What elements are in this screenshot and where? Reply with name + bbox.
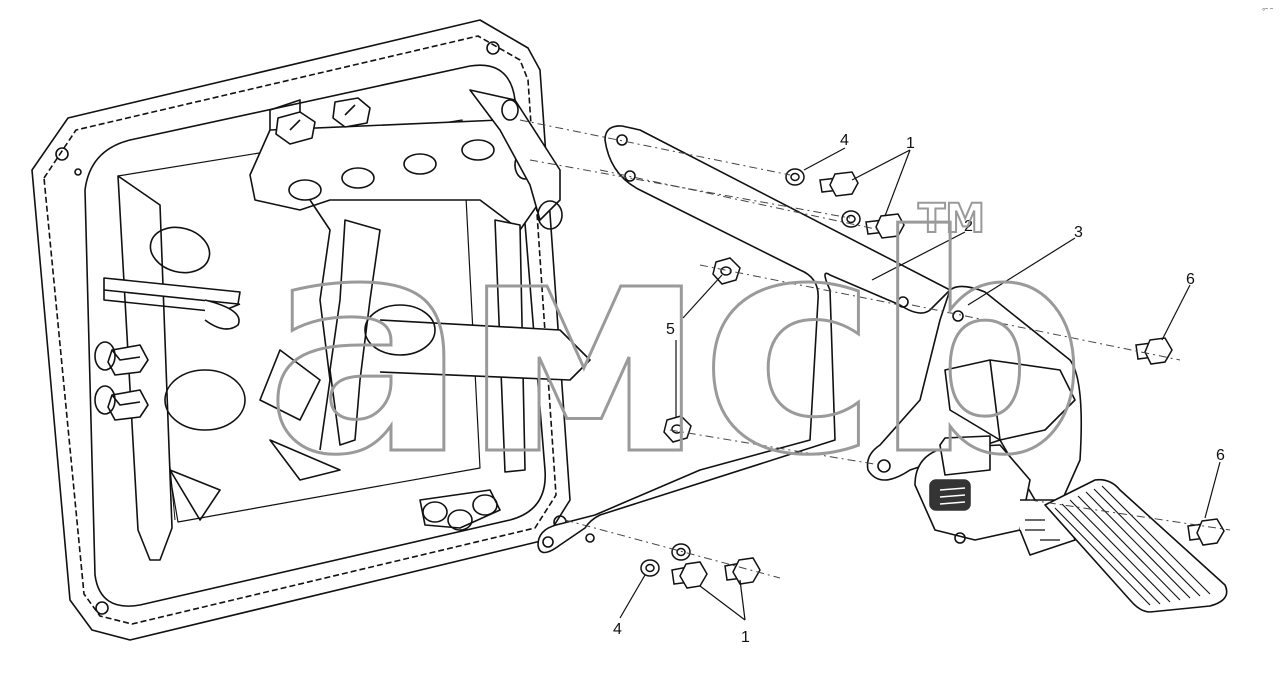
callout-5: 5 xyxy=(666,321,675,338)
watermark: aмcb TM xyxy=(264,171,1089,523)
bolt-1-top-a xyxy=(819,171,859,197)
washer-4-bottom xyxy=(640,559,660,577)
nut-top-2 xyxy=(332,97,371,128)
assembly-lines xyxy=(519,119,1231,579)
callout-4-bottom: 4 xyxy=(613,621,622,638)
bolt-1-bottom-b xyxy=(724,557,761,585)
bolt-6-upper xyxy=(1135,337,1173,365)
watermark-text: aмcb xyxy=(265,172,1081,521)
callout-1-bottom: 1 xyxy=(741,629,750,646)
nut-top-1 xyxy=(275,111,316,145)
bolt-1-top-b xyxy=(865,213,905,239)
leader-lines xyxy=(619,147,1221,621)
bolt-6-lower xyxy=(1187,518,1225,546)
washer-4-top xyxy=(785,168,805,186)
callout-4-top: 4 xyxy=(840,132,849,149)
callout-3: 3 xyxy=(1074,224,1083,241)
bolt-1-bottom-a xyxy=(671,561,708,589)
callout-1-top: 1 xyxy=(906,135,915,152)
pedal-module-part-3 xyxy=(866,285,1228,613)
callout-2: 2 xyxy=(964,218,973,235)
callout-6-upper: 6 xyxy=(1186,271,1195,288)
washer-4-bottom-b xyxy=(671,543,691,561)
pedal-sensor xyxy=(914,435,1076,556)
mounting-panel xyxy=(31,19,591,641)
callouts: 1 4 2 3 5 6 6 4 1 xyxy=(613,132,1225,646)
accelerator-pedal xyxy=(1044,478,1228,613)
callout-6-lower: 6 xyxy=(1216,447,1225,464)
corner-mark: °˜ ˜ xyxy=(1262,7,1273,16)
bracket-part-2 xyxy=(537,125,951,554)
watermark-trademark: TM xyxy=(918,196,985,242)
